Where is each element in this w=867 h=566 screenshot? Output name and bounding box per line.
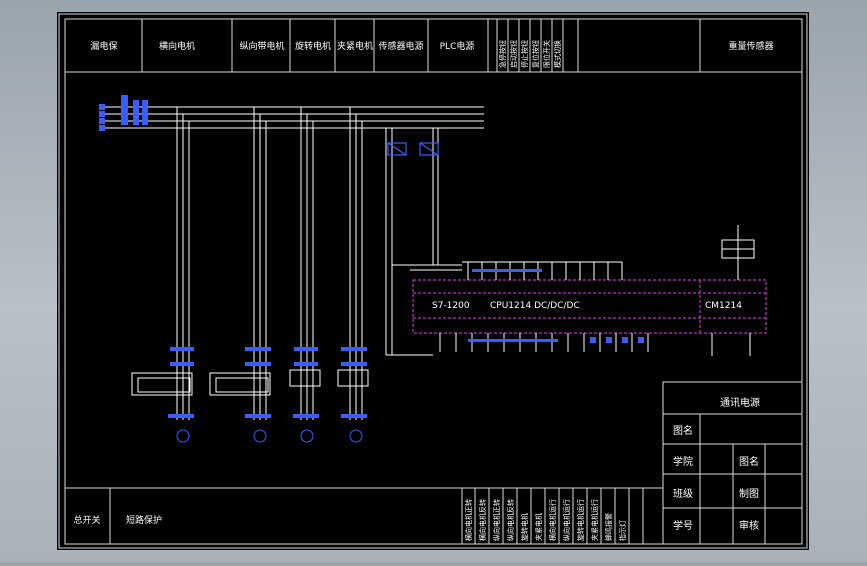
- header-cell-2: 纵向带电机: [239, 40, 284, 52]
- power-supplies: [387, 142, 439, 156]
- header-vlabel-5: 模式切换: [553, 40, 562, 68]
- power-bus: [102, 106, 484, 129]
- header-vlabel-2: 停止按钮: [520, 40, 529, 68]
- footer-vlabel-1: 横向电机反转: [478, 499, 487, 541]
- footer-vlabel-11: 指示灯: [618, 520, 627, 541]
- title-block: [662, 381, 803, 545]
- header-cell-4: 夹紧电机: [337, 40, 373, 52]
- footer-vlabel-9: 夹紧电机运行: [590, 499, 599, 541]
- header-row: [65, 19, 802, 73]
- footer-vlabel-8: 旋转电机运行: [576, 499, 585, 541]
- header-labels: 漏电保 横向电机 纵向带电机 旋转电机 夹紧电机 传感器电源 PLC电源 重量传…: [90, 40, 773, 52]
- header-vertical-labels: 急停按钮 启动按钮 停止按钮 复位按钮 限位开关 模式切换: [498, 40, 562, 68]
- header-cell-3: 旋转电机: [295, 40, 331, 52]
- contactor-marks: [168, 347, 367, 418]
- header-cell-0: 漏电保: [90, 40, 117, 52]
- title-mid-0: 图名: [739, 455, 759, 468]
- header-cell-5: 传感器电源: [378, 40, 423, 52]
- title-block-labels: 通讯电源 图名 学院 班级 学号 图名 制图 审核: [673, 396, 760, 532]
- inner-frame: [64, 18, 803, 545]
- header-vlabel-4: 限位开关: [542, 40, 551, 68]
- title-row-1: 学院: [673, 455, 693, 468]
- weight-sensor: [711, 225, 755, 356]
- header-vlabel-1: 启动按钮: [509, 40, 518, 68]
- plc-module: CM1214: [705, 301, 742, 311]
- plc-output-marks: [468, 337, 644, 343]
- footer-vlabel-4: 旋转电机: [520, 513, 529, 541]
- title-row-2: 班级: [673, 488, 693, 500]
- motor-branches: [131, 107, 462, 420]
- footer-protection: 短路保护: [126, 514, 162, 526]
- header-vlabel-0: 急停按钮: [498, 40, 507, 68]
- title-mid-1: 制图: [739, 487, 759, 500]
- footer-vertical-labels: 横向电机正转 横向电机反转 纵向电机正转 纵向电机反转 旋转电机 夹紧电机 横向…: [464, 499, 627, 541]
- title-row-0: 图名: [673, 424, 693, 437]
- plc-outputs: [439, 333, 649, 352]
- motor-symbols: [176, 429, 363, 443]
- footer-vlabel-0: 横向电机正转: [464, 499, 473, 541]
- header-cell-1: 横向电机: [159, 40, 195, 52]
- footer-vlabel-6: 横向电机运行: [548, 499, 557, 541]
- title-row-3: 学号: [673, 519, 693, 532]
- plc-block: S7-1200 CPU1214 DC/DC/DC CM1214: [412, 279, 767, 334]
- header-cell-6: PLC电源: [440, 40, 475, 52]
- footer-vlabel-3: 纵向电机反转: [506, 499, 515, 541]
- footer-left-cell: 总开关: [73, 514, 100, 526]
- footer-vlabel-5: 夹紧电机: [534, 513, 543, 541]
- plc-cpu: CPU1214 DC/DC/DC: [490, 301, 580, 311]
- plc-input-marks: [472, 269, 542, 272]
- header-vlabel-3: 复位按钮: [531, 40, 540, 68]
- main-breaker: [99, 95, 148, 131]
- plc-model: S7-1200: [432, 301, 470, 311]
- footer-vlabel-2: 纵向电机正转: [492, 499, 501, 541]
- title-mid-2: 审核: [739, 519, 759, 532]
- footer-row: [65, 487, 663, 544]
- drawing-sheet: [57, 12, 809, 550]
- title-block-title: 通讯电源: [720, 396, 760, 409]
- outer-frame: [58, 13, 808, 549]
- footer-labels: 总开关 短路保护: [73, 514, 162, 526]
- footer-vlabel-7: 纵向电机运行: [562, 499, 571, 541]
- header-right-cell: 重量传感器: [728, 40, 773, 52]
- footer-vlabel-10: 蜂鸣报警: [604, 513, 613, 541]
